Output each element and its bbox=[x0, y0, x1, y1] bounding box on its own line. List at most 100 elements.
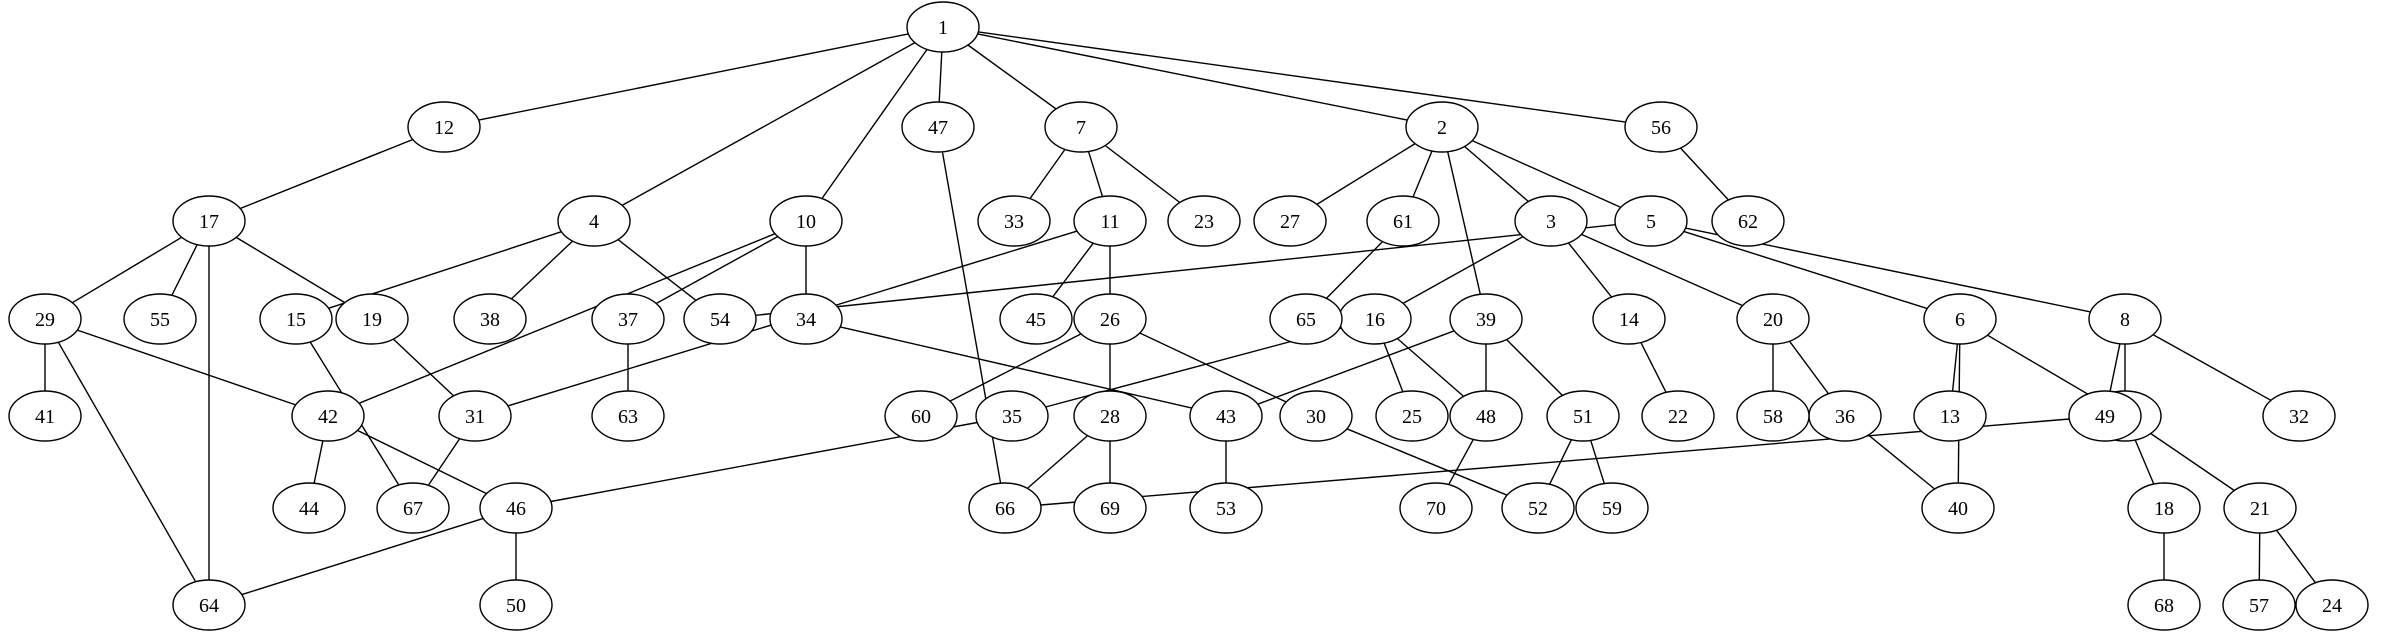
node-label: 1 bbox=[938, 17, 948, 39]
node-ellipse bbox=[335, 293, 409, 345]
edge-56-62 bbox=[1679, 147, 1730, 201]
edge-19-31 bbox=[392, 338, 455, 397]
node-label: 45 bbox=[1026, 309, 1046, 331]
node-ellipse bbox=[453, 293, 527, 345]
edge-11-45 bbox=[1052, 242, 1094, 298]
edge-36-40 bbox=[1867, 434, 1936, 490]
node-29: 29 bbox=[8, 293, 82, 345]
node-ellipse bbox=[1514, 195, 1588, 247]
node-4: 4 bbox=[557, 195, 631, 247]
node-46: 46 bbox=[479, 482, 553, 534]
node-label: 64 bbox=[199, 595, 219, 617]
node-label: 33 bbox=[1004, 211, 1024, 233]
node-63: 63 bbox=[591, 390, 665, 442]
node-label: 61 bbox=[1393, 211, 1413, 233]
node-19: 19 bbox=[335, 293, 409, 345]
node-35: 35 bbox=[975, 390, 1049, 442]
node-25: 25 bbox=[1375, 390, 1449, 442]
node-label: 19 bbox=[362, 309, 382, 331]
node-18: 18 bbox=[2127, 482, 2201, 534]
node-label: 12 bbox=[434, 117, 454, 139]
edge-16-25 bbox=[1383, 342, 1404, 393]
node-label: 37 bbox=[618, 309, 638, 331]
node-ellipse bbox=[2222, 579, 2296, 631]
node-label: 17 bbox=[199, 211, 219, 233]
node-ellipse bbox=[1269, 293, 1343, 345]
node-61: 61 bbox=[1366, 195, 1440, 247]
node-label: 32 bbox=[2289, 406, 2309, 428]
node-ellipse bbox=[975, 390, 1049, 442]
node-ellipse bbox=[999, 293, 1073, 345]
node-65: 65 bbox=[1269, 293, 1343, 345]
node-label: 22 bbox=[1668, 406, 1688, 428]
edge-12-17 bbox=[239, 138, 414, 210]
node-ellipse bbox=[557, 195, 631, 247]
node-label: 36 bbox=[1835, 406, 1855, 428]
node-ellipse bbox=[259, 293, 333, 345]
node-15: 15 bbox=[259, 293, 333, 345]
node-label: 26 bbox=[1100, 309, 1120, 331]
edge-29-64 bbox=[57, 341, 197, 583]
node-ellipse bbox=[1189, 482, 1263, 534]
node-51: 51 bbox=[1546, 390, 1620, 442]
node-56: 56 bbox=[1624, 101, 1698, 153]
node-ellipse bbox=[977, 195, 1051, 247]
edge-39-51 bbox=[1506, 339, 1563, 396]
node-39: 39 bbox=[1449, 293, 1523, 345]
node-53: 53 bbox=[1189, 482, 1263, 534]
node-32: 32 bbox=[2262, 390, 2336, 442]
node-38: 38 bbox=[453, 293, 527, 345]
node-ellipse bbox=[291, 390, 365, 442]
node-ellipse bbox=[1253, 195, 1327, 247]
node-label: 6 bbox=[1955, 309, 1965, 331]
node-label: 44 bbox=[299, 498, 319, 520]
edge-48-70 bbox=[1448, 439, 1474, 485]
node-label: 42 bbox=[318, 406, 338, 428]
node-ellipse bbox=[479, 579, 553, 631]
node-label: 59 bbox=[1602, 498, 1622, 520]
node-ellipse bbox=[376, 482, 450, 534]
edge-1-56 bbox=[978, 31, 1626, 123]
node-label: 2 bbox=[1437, 117, 1447, 139]
edge-1-4 bbox=[621, 41, 916, 207]
node-ellipse bbox=[2223, 482, 2297, 534]
edge-21-24 bbox=[2275, 529, 2317, 584]
node-ellipse bbox=[1624, 101, 1698, 153]
node-ellipse bbox=[1279, 390, 1353, 442]
node-label: 8 bbox=[2120, 309, 2130, 331]
node-label: 47 bbox=[928, 117, 948, 139]
edge-46-64 bbox=[241, 517, 484, 596]
node-label: 41 bbox=[35, 406, 55, 428]
node-66: 66 bbox=[968, 482, 1042, 534]
node-2: 2 bbox=[1405, 101, 1479, 153]
node-label: 46 bbox=[506, 498, 526, 520]
node-ellipse bbox=[1449, 390, 1523, 442]
node-label: 67 bbox=[403, 498, 423, 520]
node-6: 6 bbox=[1923, 293, 1997, 345]
node-ellipse bbox=[769, 293, 843, 345]
node-16: 16 bbox=[1338, 293, 1412, 345]
edges-layer bbox=[44, 31, 2317, 596]
node-label: 25 bbox=[1402, 406, 1422, 428]
node-label: 53 bbox=[1216, 498, 1236, 520]
edge-9-21 bbox=[2150, 432, 2235, 492]
node-ellipse bbox=[1501, 482, 1575, 534]
node-14: 14 bbox=[1592, 293, 1666, 345]
node-68: 68 bbox=[2127, 579, 2201, 631]
node-ellipse bbox=[438, 390, 512, 442]
edge-14-22 bbox=[1640, 342, 1667, 393]
node-label: 56 bbox=[1651, 117, 1671, 139]
edge-1-10 bbox=[821, 48, 928, 200]
node-label: 52 bbox=[1528, 498, 1548, 520]
node-ellipse bbox=[1641, 390, 1715, 442]
node-ellipse bbox=[2295, 579, 2369, 631]
node-57: 57 bbox=[2222, 579, 2296, 631]
node-ellipse bbox=[1405, 101, 1479, 153]
node-ellipse bbox=[2127, 482, 2201, 534]
node-55: 55 bbox=[123, 293, 197, 345]
edge-5-6 bbox=[1683, 230, 1928, 310]
edge-9-18 bbox=[2134, 439, 2155, 485]
node-ellipse bbox=[1167, 195, 1241, 247]
node-52: 52 bbox=[1501, 482, 1575, 534]
edge-51-59 bbox=[1590, 440, 1605, 484]
